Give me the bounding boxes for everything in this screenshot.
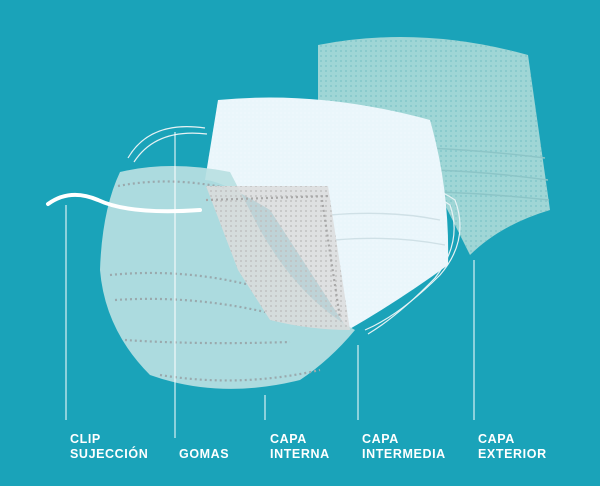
label-capa-exterior: CAPA EXTERIOR [478, 432, 547, 462]
label-interna-line-2: INTERNA [270, 447, 330, 461]
label-intermedia-line-2: INTERMEDIA [362, 447, 446, 461]
label-capa-intermedia: CAPA INTERMEDIA [362, 432, 446, 462]
label-exterior-line-2: EXTERIOR [478, 447, 547, 461]
front-mask [100, 166, 355, 389]
label-gomas: GOMAS [179, 447, 229, 462]
label-interna-line-1: CAPA [270, 432, 307, 446]
label-clip-sujeccion: CLIP SUJECCIÓN [70, 432, 148, 462]
nose-clip [46, 192, 202, 214]
label-gomas-line-1: GOMAS [179, 447, 230, 461]
label-intermedia-line-1: CAPA [362, 432, 399, 446]
label-clip-line-1: CLIP [70, 432, 101, 446]
label-clip-line-2: SUJECCIÓN [70, 447, 149, 461]
inner-layer [205, 186, 350, 330]
label-capa-interna: CAPA INTERNA [270, 432, 330, 462]
label-exterior-line-1: CAPA [478, 432, 515, 446]
